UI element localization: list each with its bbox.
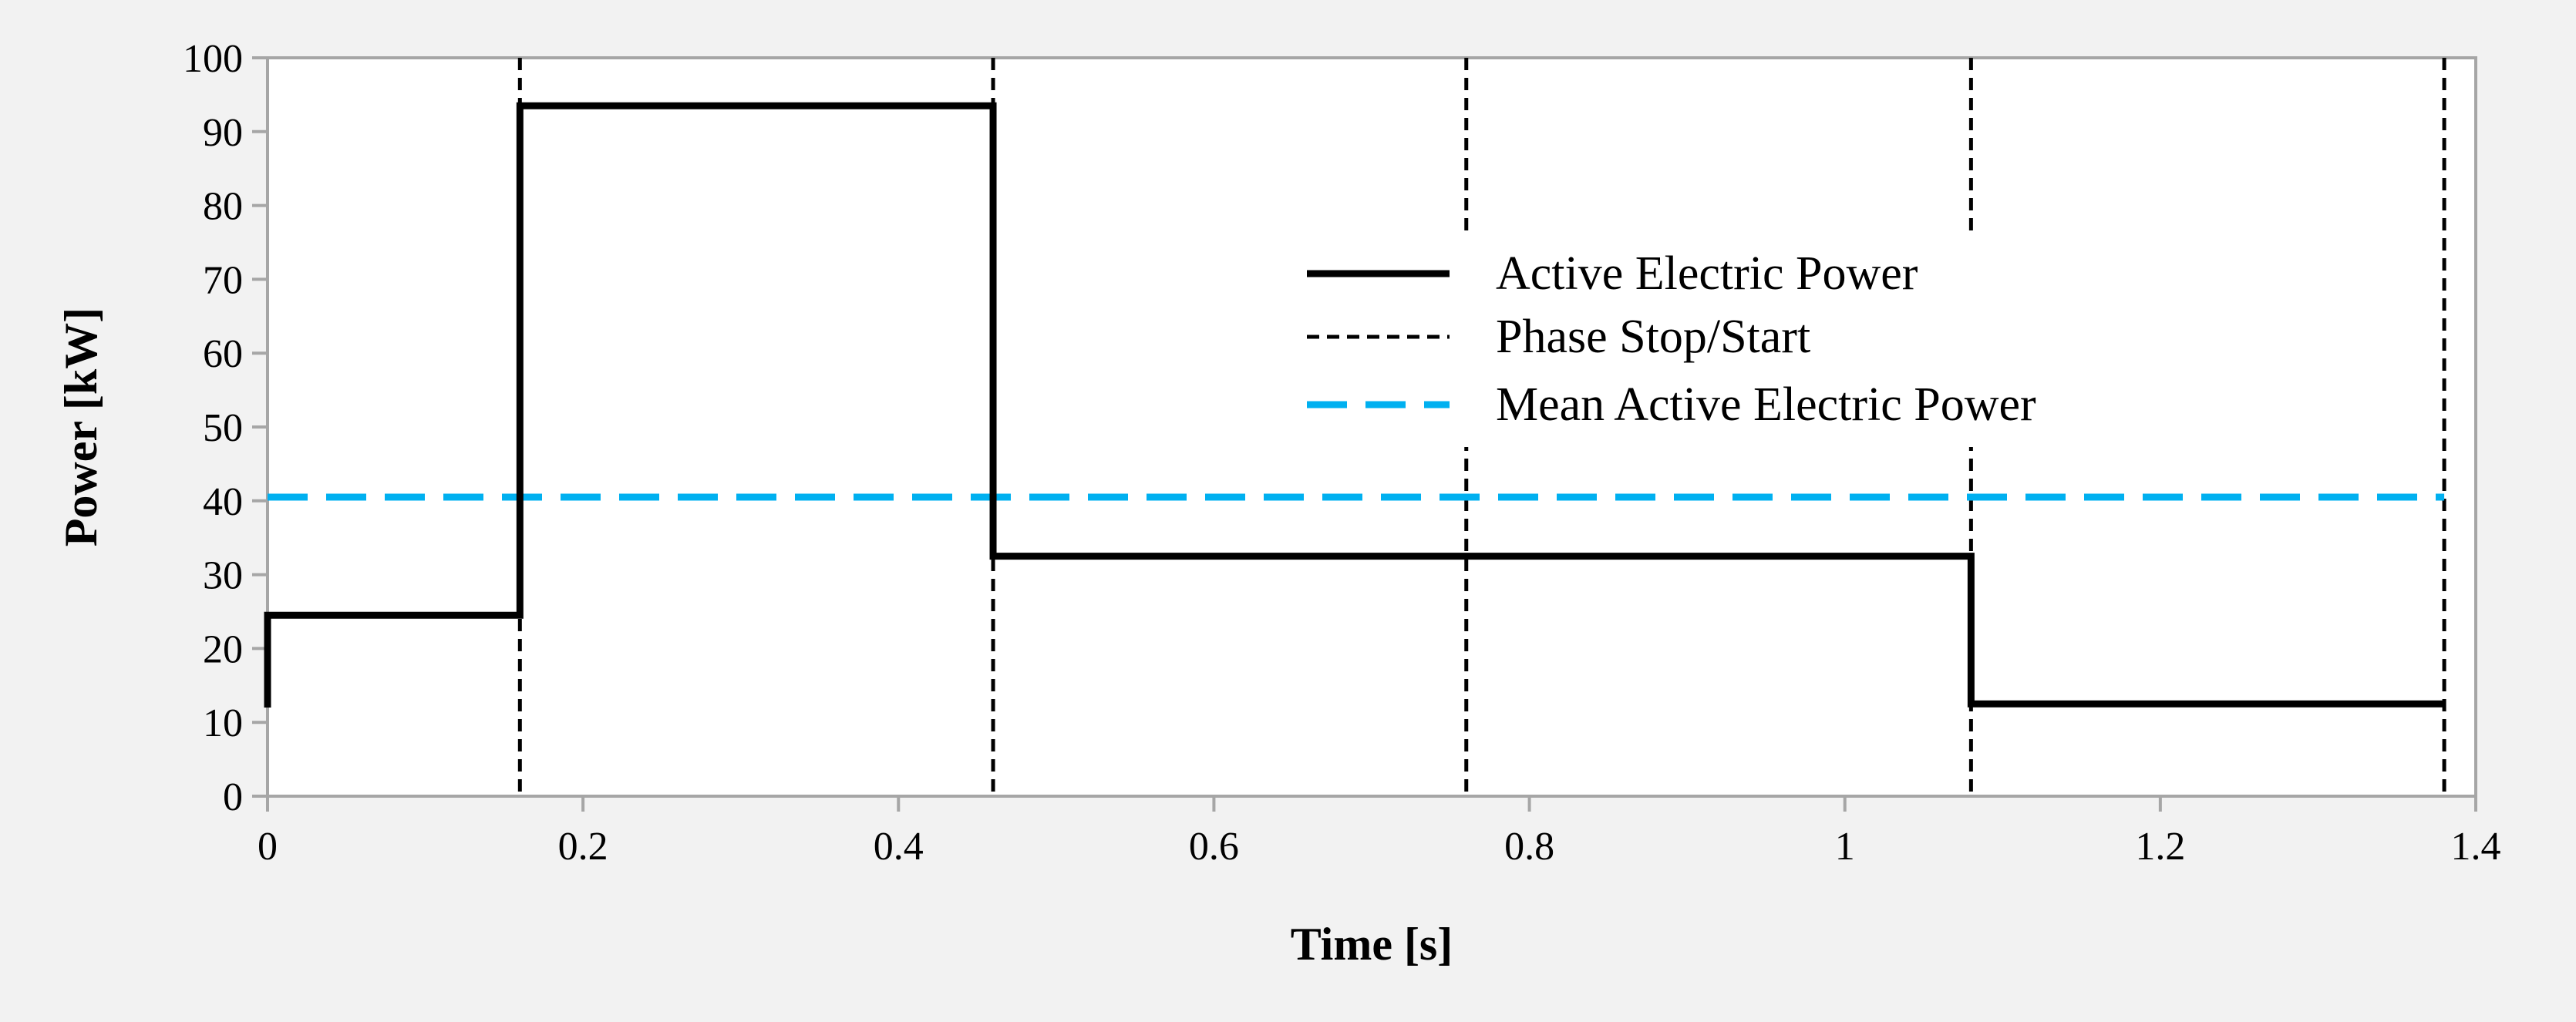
legend-label: Active Electric Power [1496,247,1918,300]
y-tick-label: 50 [203,406,243,450]
y-tick-label: 40 [203,480,243,524]
x-tick-label: 1 [1835,825,1855,869]
x-tick-label: 0.4 [874,825,924,869]
x-tick-label: 0 [258,825,278,869]
y-tick-label: 60 [203,332,243,376]
x-tick-label: 1.4 [2451,825,2501,869]
y-tick-label: 10 [203,701,243,745]
y-tick-label: 30 [203,554,243,598]
x-tick-label: 0.6 [1189,825,1239,869]
active-power-line [264,102,2445,708]
legend-box [1280,231,2251,447]
y-tick-label: 70 [203,258,243,302]
y-tick-label: 90 [203,111,243,155]
y-tick-label: 80 [203,185,243,229]
y-axis-title: Power [kW] [56,308,106,547]
legend-label: Phase Stop/Start [1496,311,1810,363]
x-tick-label: 0.2 [558,825,608,869]
y-tick-label: 0 [223,775,243,819]
y-tick-label: 100 [183,37,243,81]
x-tick-label: 1.2 [2135,825,2185,869]
x-axis-title: Time [s] [1291,919,1453,970]
legend-label: Mean Active Electric Power [1496,378,2036,431]
y-tick-label: 20 [203,627,243,671]
x-tick-label: 0.8 [1504,825,1554,869]
